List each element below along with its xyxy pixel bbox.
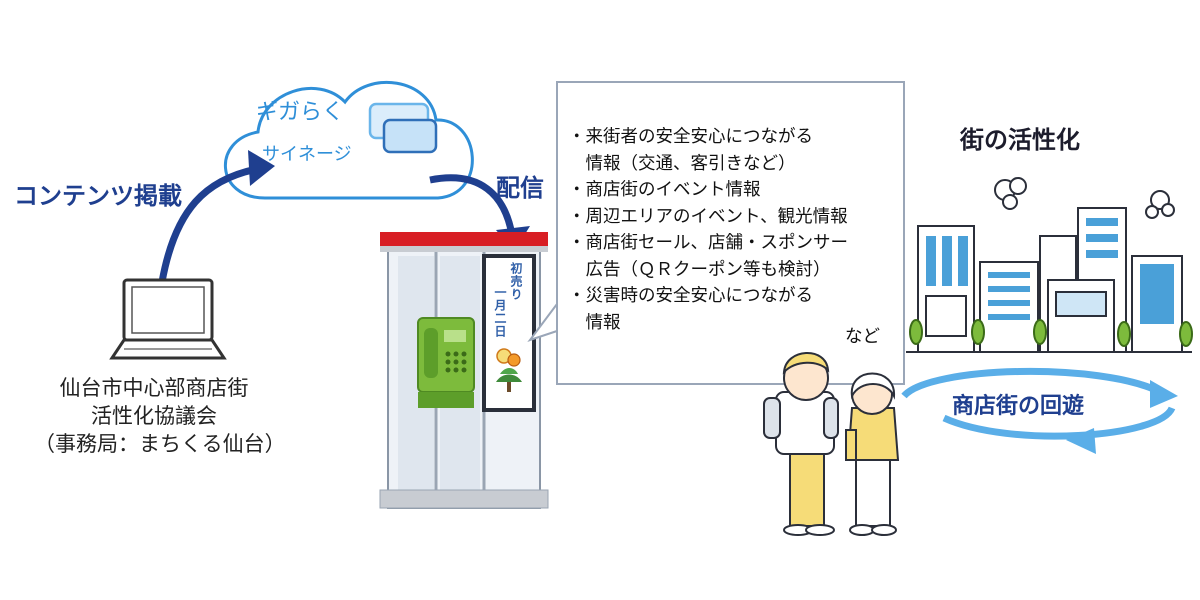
cloud-icon	[223, 80, 474, 200]
list-item: 情報	[568, 312, 621, 333]
organization-line3: （事務局：まちくる仙台）	[34, 432, 286, 456]
content-list: ・来街者の安全安心につながる 情報（交通、客引きなど） ・商店街のイベント情報 …	[560, 84, 904, 382]
loop-label: 商店街の回遊	[952, 394, 1085, 419]
signage-screen: 初売り 一月二日	[484, 256, 532, 406]
cloud-brand-line2: サイネージ	[262, 144, 352, 165]
post-arrow-label: コンテンツ掲載	[14, 182, 182, 210]
signage-text-col2: 一月二日	[493, 286, 507, 338]
organization-line2: 活性化協議会	[91, 404, 217, 428]
signage-text-col1: 初売り	[509, 262, 523, 301]
list-item: ・来街者の安全安心につながる	[568, 127, 813, 147]
post-arrowhead	[248, 150, 275, 186]
cloud-brand-line1: ギガらく	[256, 100, 345, 125]
organization-name: 仙台市中心部商店街 活性化協議会 （事務局：まちくる仙台）	[34, 374, 286, 458]
list-item: ・商店街のイベント情報	[568, 180, 761, 200]
organization-line1: 仙台市中心部商店街	[59, 376, 249, 400]
list-suffix: など	[845, 327, 880, 347]
list-item: ・商店街セール、店舗・スポンサー	[568, 233, 848, 253]
content-box	[556, 81, 905, 385]
city-title: 街の活性化	[960, 126, 1080, 154]
cityscape-illustration	[906, 177, 1193, 353]
list-item: 情報（交通、客引きなど）	[568, 153, 796, 174]
list-item: ・災害時の安全安心につながる	[568, 286, 813, 306]
list-item: ・周辺エリアのイベント、観光情報	[568, 206, 848, 227]
list-item: 広告（ＱＲクーポン等も検討）	[568, 259, 831, 280]
pine-plum-icon	[496, 348, 522, 392]
people-illustration	[763, 352, 900, 536]
deliver-arrow-label: 配信	[496, 174, 544, 202]
deliver-arrow	[429, 174, 516, 236]
post-arrow	[158, 164, 263, 283]
laptop-icon	[109, 278, 227, 360]
